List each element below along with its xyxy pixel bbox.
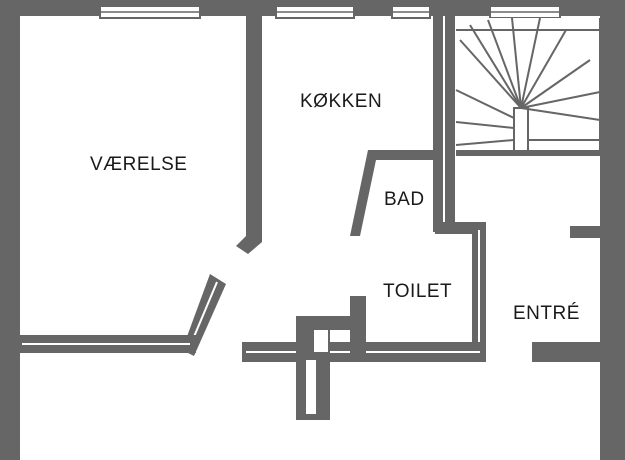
wall-vaerelse-kokken-angle [236, 236, 262, 254]
room-label-vaerelse: VÆRELSE [90, 154, 188, 175]
staircase [455, 17, 601, 156]
window-bad [391, 5, 431, 19]
wall-entre-bottom [532, 342, 602, 362]
wall-entre-stub [570, 226, 602, 238]
room-label-kokken: KØKKEN [300, 91, 383, 112]
window-vaerelse [99, 5, 201, 19]
window-stair [489, 5, 561, 19]
outer-wall-left [0, 0, 20, 460]
wall-bad-top [350, 150, 435, 236]
outer-wall-right [600, 0, 625, 460]
room-label-bad: BAD [384, 189, 425, 210]
room-label-entre: ENTRÉ [513, 303, 580, 324]
wall-bad-bottom [435, 222, 483, 234]
room-label-toilet: TOILET [383, 281, 453, 302]
window-kokken [275, 5, 355, 19]
